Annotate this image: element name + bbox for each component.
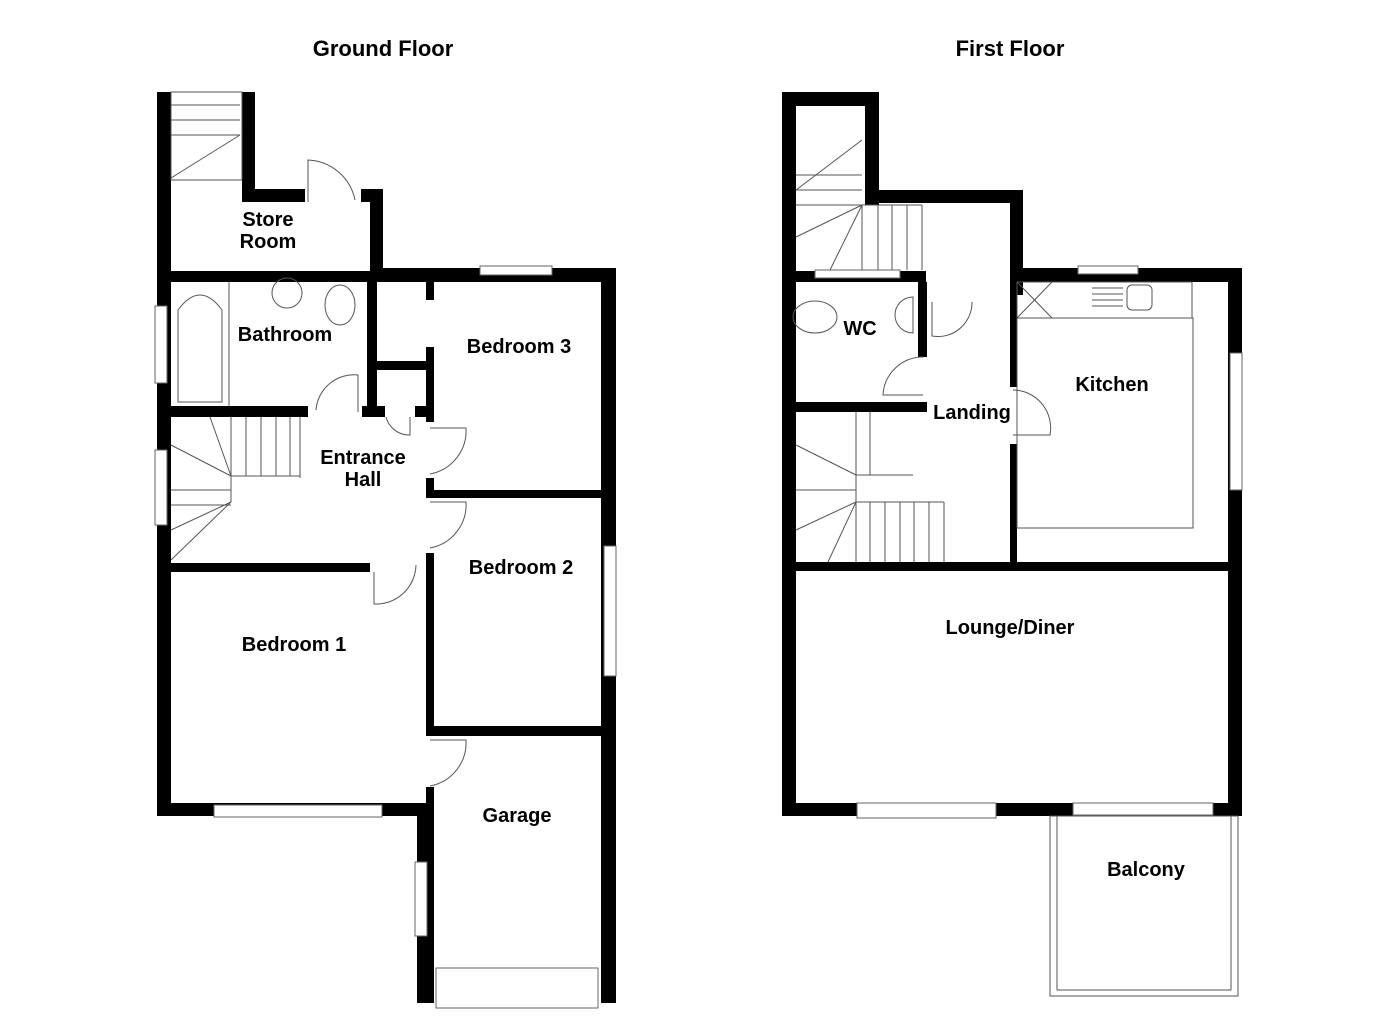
wall [370,189,383,282]
wall [1010,268,1242,282]
room-label-store-room: Store Room [239,209,297,253]
wall [426,347,434,422]
window [154,305,168,384]
staircase [170,416,301,561]
kitchen-island-outline [1016,317,1194,529]
door-swing [307,159,356,202]
wall [782,92,796,816]
staircase [795,139,945,563]
wall [426,726,606,736]
wall [782,92,879,106]
door-swing [385,416,411,436]
wash-basin [894,296,914,334]
wall [377,361,431,370]
window [814,269,901,279]
wall [242,189,305,202]
wall [157,563,370,572]
wall [426,282,434,300]
door-swing [373,564,417,605]
door-swing [429,427,467,475]
wall [865,190,1023,203]
balcony-outline [1056,815,1232,991]
balcony-door [1072,802,1214,816]
window [479,265,553,276]
wall [1010,444,1017,568]
wall [1228,268,1242,816]
wall [157,271,383,282]
room-label-wc: WC [843,318,877,340]
sink-drainer [1092,284,1153,311]
window [154,449,168,526]
room-label-garage: Garage [482,805,552,827]
wall [426,553,434,731]
wall [242,92,255,202]
window [213,804,383,818]
room-label-bedroom-1: Bedroom 1 [241,634,347,656]
room-label-bedroom-2: Bedroom 2 [468,557,574,579]
wall [362,406,385,417]
door-swing [315,374,359,412]
garage-door [435,967,599,1009]
wall [918,282,927,357]
room-label-lounge-diner: Lounge/Diner [945,617,1075,639]
first-floor-plan [782,92,1243,997]
wall [426,490,606,498]
wall [782,402,927,412]
door-swing [931,301,973,338]
wall [367,282,377,412]
room-label-landing: Landing [933,402,1011,424]
wall [426,478,434,496]
toilet [792,300,838,334]
door-swing [1012,389,1052,436]
wash-basin [271,277,303,309]
room-label-kitchen: Kitchen [1075,374,1149,396]
ground-floor-plan [154,91,617,1009]
room-label-entrance-hall: Entrance Hall [320,447,406,491]
window [856,802,997,819]
room-label-balcony: Balcony [1107,859,1185,881]
wall [782,562,1242,571]
door-swing [429,739,467,787]
floor-title-ground: Ground Floor [312,36,454,61]
toilet [324,284,356,326]
window [414,861,428,937]
door-swing [882,356,924,396]
wall [1010,282,1017,387]
wall [865,92,879,205]
floor-title-first: First Floor [955,36,1065,61]
bathtub [177,294,223,403]
window [603,545,617,677]
staircase [170,91,243,181]
room-label-bathroom: Bathroom [237,324,333,346]
wall [157,406,308,417]
wall [415,406,434,417]
balcony-outline [1049,815,1239,997]
door-swing [429,501,467,549]
window [1229,352,1243,491]
room-label-bedroom-3: Bedroom 3 [466,336,572,358]
window [1077,265,1139,275]
